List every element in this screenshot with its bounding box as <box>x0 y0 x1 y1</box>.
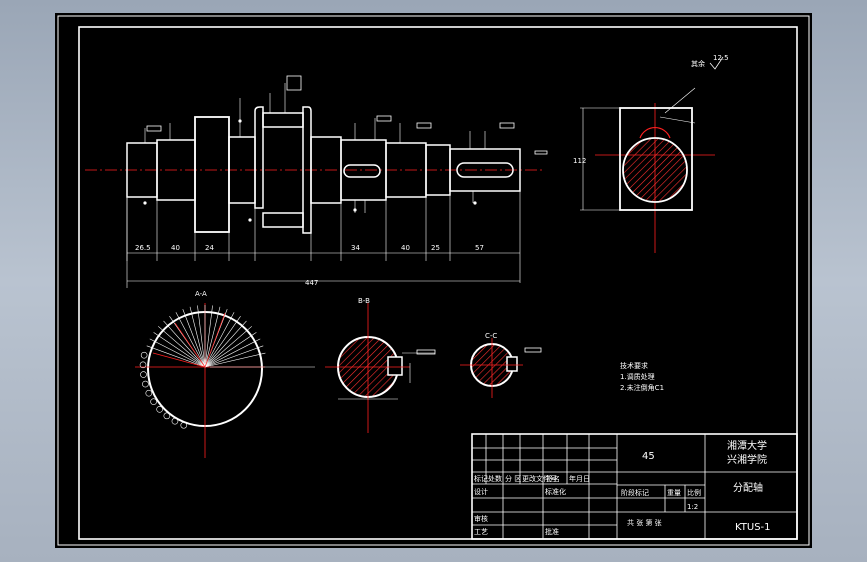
drawing-no: KTUS-1 <box>735 522 771 533</box>
weight-label: 重量 <box>667 489 681 497</box>
scale: 1:2 <box>687 503 698 511</box>
dim-1: 26.5 <box>135 244 151 252</box>
scale-label: 比例 <box>687 488 701 497</box>
tech-notes-line2: 2.未注倒角C1 <box>620 383 664 392</box>
side-dim: 112 <box>573 157 586 165</box>
gear-tooth-line <box>204 338 261 368</box>
section-c-c: C-C <box>460 332 542 398</box>
material: 45 <box>642 451 655 462</box>
row-design: 设计 <box>474 487 488 496</box>
school-line1: 湘潭大学 <box>727 439 767 452</box>
tech-notes: 技术要求 1.调质处理 2.未注倒角C1 <box>620 361 664 392</box>
part-name: 分配轴 <box>733 481 763 494</box>
gear-tooth <box>150 398 157 405</box>
side-view: 112 其余 12.5 <box>573 54 729 253</box>
cad-drawing: 26.5 40 24 34 40 25 57 447 112 其余 12.5 A… <box>57 15 810 546</box>
gear-tooth-line <box>175 312 206 368</box>
gear-tooth-line <box>204 352 266 368</box>
dim-6: 25 <box>431 244 440 252</box>
dim-4: 34 <box>351 244 360 252</box>
row-review: 审核 <box>474 514 488 523</box>
gear-tooth-line <box>204 326 252 368</box>
tech-notes-line1: 1.调质处理 <box>620 372 655 381</box>
gear-tooth-line <box>197 305 206 368</box>
gear-tooth <box>139 361 147 369</box>
header-date: 年月日 <box>569 474 590 483</box>
roughness-label: 其余 <box>691 59 705 68</box>
dim-total: 447 <box>305 279 318 287</box>
gear-tooth-line <box>153 332 206 368</box>
gear-tooth-line <box>182 309 206 368</box>
header-doc: 更改文件号 <box>522 474 557 483</box>
row-process: 工艺 <box>474 528 488 536</box>
row-approve: 批准 <box>545 527 559 536</box>
gear-tooth <box>156 405 163 413</box>
outer-frame <box>57 15 810 546</box>
header-mark: 标记 <box>474 474 488 483</box>
roughness-value: 12.5 <box>713 54 729 62</box>
gear-tooth-line <box>204 345 264 368</box>
gear-tooth <box>145 389 153 397</box>
gear-tooth <box>142 380 149 388</box>
gear-tooth <box>171 417 179 425</box>
gear-tooth <box>140 371 147 378</box>
shaft-main-view: 26.5 40 24 34 40 25 57 447 <box>85 75 548 288</box>
dim-7: 57 <box>475 244 484 252</box>
gear-tooth-line <box>204 305 213 368</box>
inner-frame <box>78 26 798 540</box>
gear-tooth-line <box>158 326 206 368</box>
gear-tooth-line <box>163 320 206 368</box>
gear-tooth-line <box>204 306 221 368</box>
school-line2: 兴湘学院 <box>727 453 767 466</box>
gear-tooth <box>140 351 148 359</box>
gear-tooth-line <box>204 316 241 368</box>
dim-2: 40 <box>171 244 180 252</box>
section-a-a: A-A <box>135 290 315 458</box>
header-sign: 签名 <box>546 474 560 483</box>
gear-tooth <box>163 412 171 420</box>
stage-label: 阶段标记 <box>621 488 649 497</box>
drawing-sheet: 26.5 40 24 34 40 25 57 447 112 其余 12.5 A… <box>55 13 812 548</box>
sheet-info: 共 张 第 张 <box>627 518 662 527</box>
gear-tooth <box>180 421 188 429</box>
row-standard: 标准化 <box>545 487 566 496</box>
gear-tooth-line <box>146 345 206 368</box>
title-block: 45 湘潭大学 兴湘学院 分配轴 KTUS-1 1:2 阶段标记 重量 比例 共… <box>471 433 798 540</box>
gear-tooth-line <box>204 332 257 368</box>
section-c-label: C-C <box>485 332 497 340</box>
header-zone: 分 区 <box>505 474 521 483</box>
header-count: 处数 <box>488 474 502 483</box>
gear-tooth-line <box>204 320 247 368</box>
gear-tooth-line <box>149 338 206 368</box>
section-b-label: B-B <box>358 297 370 305</box>
gear-tooth-line <box>189 306 206 368</box>
dim-3: 24 <box>205 244 214 252</box>
section-b-b: B-B <box>325 297 436 433</box>
section-a-label: A-A <box>195 290 207 298</box>
dim-5: 40 <box>401 244 410 252</box>
gear-tooth-line <box>204 312 235 368</box>
tech-notes-title: 技术要求 <box>620 361 648 370</box>
